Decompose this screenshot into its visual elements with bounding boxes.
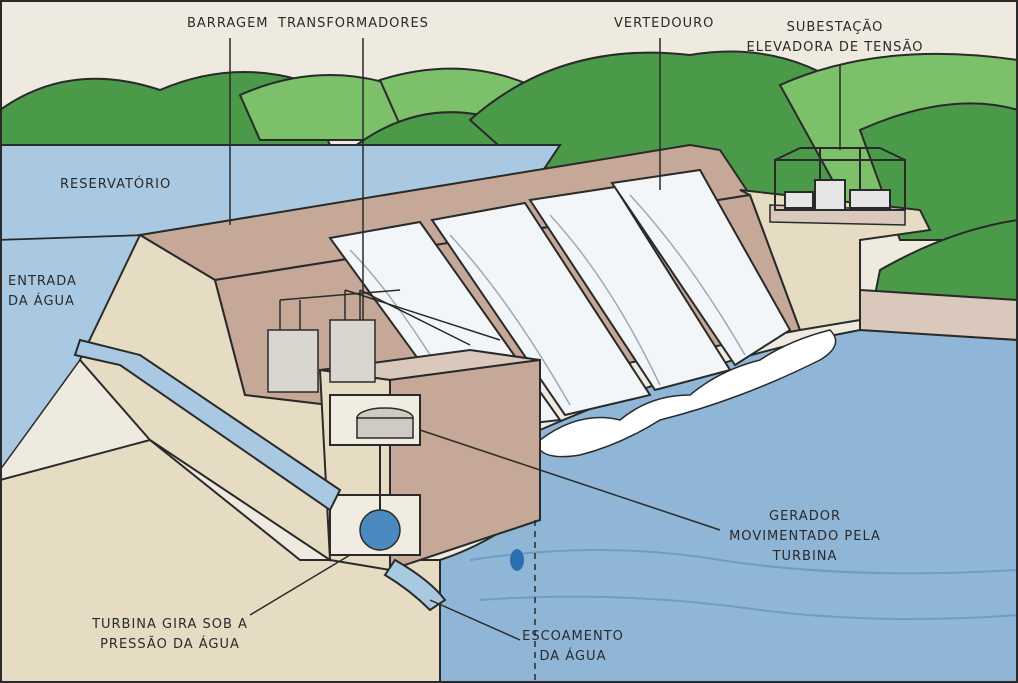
transformers: [267, 289, 501, 393]
penstock-pipe: [73, 338, 342, 512]
turbine: [359, 509, 401, 551]
label-turbina: TURBINA GIRA SOB A PRESSÃO DA ÁGUA: [92, 617, 248, 652]
label-entrada-da-agua: ENTRADA DA ÁGUA: [8, 274, 77, 309]
substation-frame: [774, 147, 906, 211]
river-ripple-2: [479, 595, 1018, 620]
spillway: [328, 168, 792, 432]
label-vertedouro: VERTEDOURO: [614, 16, 715, 31]
label-transformadores: TRANSFORMADORES: [278, 16, 429, 31]
draft-tube: [383, 558, 447, 612]
leader-lines: [229, 38, 841, 683]
label-reservatorio: RESERVATÓRIO: [60, 177, 172, 192]
water-drop: [510, 549, 524, 571]
river-ripple: [469, 549, 1018, 575]
label-subestacao: SUBESTAÇÃO ELEVADORA DE TENSÃO: [746, 20, 924, 55]
label-escoamento: ESCOAMENTO DA ÁGUA: [522, 629, 624, 664]
label-barragem: BARRAGEM: [187, 16, 269, 31]
spillway-foam: [539, 329, 837, 458]
label-gerador: GERADOR MOVIMENTADO PELA TURBINA: [729, 509, 881, 564]
downstream-wall: [859, 288, 1018, 342]
